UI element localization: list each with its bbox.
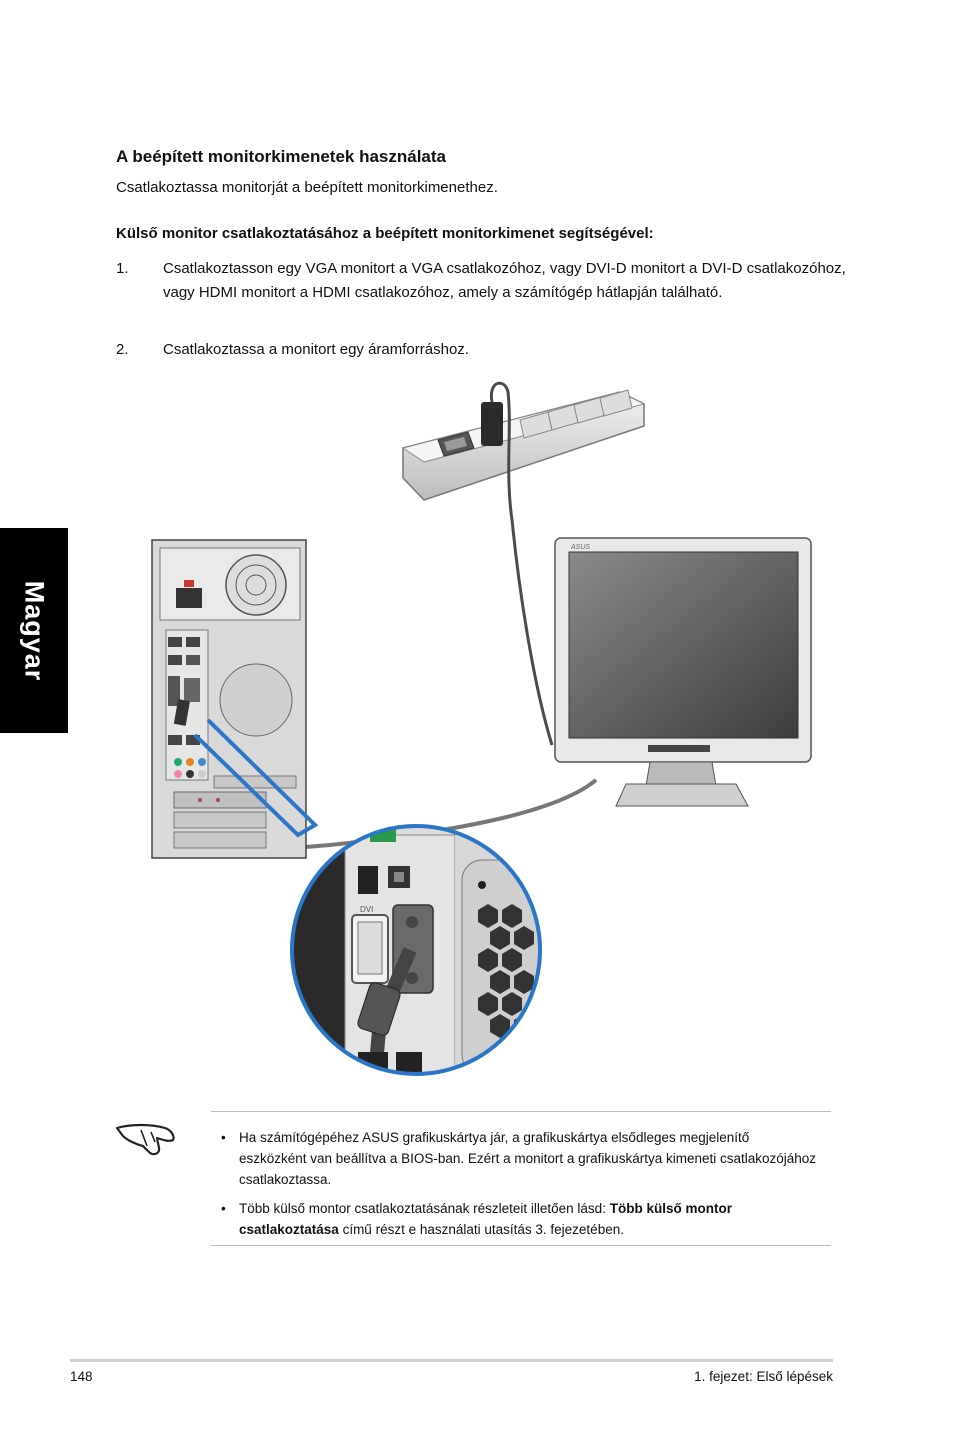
power-socket xyxy=(176,588,202,608)
step-number: 2. xyxy=(116,341,129,358)
outlet xyxy=(599,389,633,417)
step-text: Csatlakoztasson egy VGA monitort a VGA c… xyxy=(163,260,846,301)
language-side-tab: Magyar xyxy=(0,528,68,733)
case-fan xyxy=(219,663,293,737)
hdmi-port xyxy=(358,866,378,894)
pointing-hand-icon xyxy=(115,1123,175,1156)
psu-fan xyxy=(225,554,287,616)
monitor-brand: ASUS xyxy=(570,544,590,551)
zoom-callout: DVI xyxy=(290,824,542,1076)
connection-illustration: ASUS xyxy=(151,381,812,1076)
footer-divider xyxy=(70,1359,833,1362)
note-text: Több külső montor csatlakoztatásának rés… xyxy=(239,1201,610,1216)
note-reference: Több külső montor csatlakoztatása xyxy=(239,1201,732,1237)
note-text: című részt e használati utasítás 3. feje… xyxy=(338,1222,624,1237)
note-item: • Több külső montor csatlakoztatásának r… xyxy=(221,1201,732,1237)
port-label: DVI xyxy=(360,905,373,914)
power-cable xyxy=(489,381,554,746)
pc-tower-rear xyxy=(151,539,307,859)
section-intro: Csatlakoztassa monitorját a beépített mo… xyxy=(116,179,498,196)
power-strip xyxy=(401,389,646,501)
section-title: A beépített monitorkimenetek használata xyxy=(116,147,447,166)
step-number: 1. xyxy=(116,260,129,277)
note-box: • Ha számítógépéhez ASUS grafikuskártya … xyxy=(211,1111,831,1246)
dvi-port xyxy=(351,914,389,984)
power-plug xyxy=(481,402,503,446)
chapter-title: 1. fejezet: Első lépések xyxy=(694,1369,833,1384)
note-text: Ha számítógépéhez ASUS grafikuskártya já… xyxy=(239,1130,817,1187)
language-label: Magyar xyxy=(19,580,50,681)
note-item: • Ha számítógépéhez ASUS grafikuskártya … xyxy=(221,1130,817,1187)
step-text: Csatlakoztassa a monitort egy áramforrás… xyxy=(163,341,469,358)
power-switch xyxy=(437,431,475,457)
procedure-title: Külső monitor csatlakoztatásához a beépí… xyxy=(116,225,654,242)
ferrite-core xyxy=(357,982,401,1036)
monitor: ASUS xyxy=(554,537,812,807)
page-number: 148 xyxy=(70,1369,93,1384)
